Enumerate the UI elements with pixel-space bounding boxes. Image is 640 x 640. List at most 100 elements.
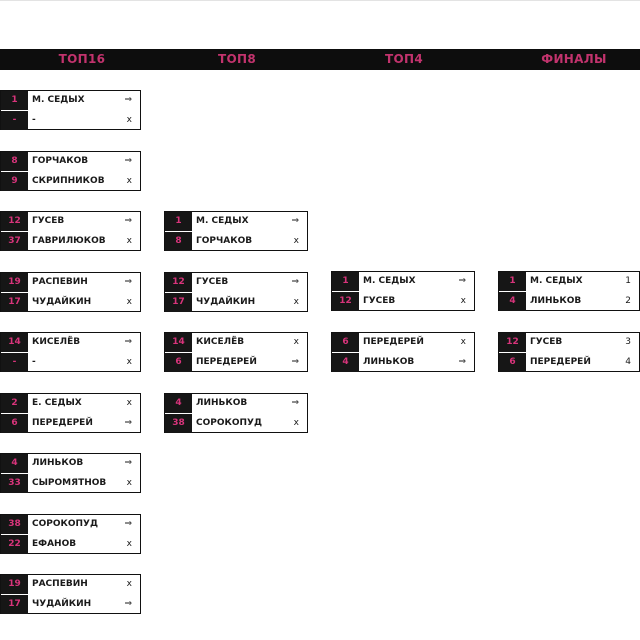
- seed-number: 4: [332, 353, 359, 372]
- player-row: 22 ЕФАНОВ x: [1, 535, 140, 554]
- player-row: 17 ЧУДАЙКИН x: [1, 293, 140, 312]
- player-row: --x: [1, 353, 140, 372]
- seed-number: 4: [499, 292, 526, 311]
- result-mark: x: [293, 337, 299, 347]
- seed-number: 12: [332, 292, 359, 311]
- top-divider: [0, 0, 640, 1]
- player-name: -: [32, 357, 36, 367]
- seed-number: 1: [332, 272, 359, 291]
- result-mark: 2: [625, 296, 631, 306]
- seed-number: 1: [499, 272, 526, 291]
- result-mark: ⇒: [291, 398, 299, 408]
- seed-number: 6: [165, 353, 192, 372]
- player-row: 4 ЛИНЬКОВ 2: [499, 292, 639, 311]
- player-name: ЧУДАЙКИН: [196, 297, 256, 307]
- player-name: СЫРОМЯТНОВ: [32, 478, 107, 488]
- seed-number: 6: [1, 414, 28, 433]
- player-name: ПЕРЕДЕРЕЙ: [530, 357, 591, 367]
- result-mark: ⇒: [124, 337, 132, 347]
- result-mark: x: [126, 297, 132, 307]
- seed-number: 9: [1, 172, 28, 191]
- seed-number: 19: [1, 575, 28, 594]
- result-mark: x: [126, 539, 132, 549]
- column-title-top8: ТОП8: [218, 52, 256, 66]
- column-title-top4: ТОП4: [385, 52, 423, 66]
- seed-number: 22: [1, 535, 28, 554]
- result-mark: ⇒: [124, 277, 132, 287]
- player-name: РАСПЕВИН: [32, 277, 88, 287]
- seed-number: 12: [1, 212, 28, 231]
- seed-number: 6: [499, 353, 526, 372]
- player-name: ЛИНЬКОВ: [196, 398, 248, 408]
- result-mark: x: [293, 297, 299, 307]
- player-name: -: [32, 115, 36, 125]
- result-mark: x: [460, 296, 466, 306]
- player-row: -- x: [1, 111, 140, 130]
- seed-number: 17: [1, 293, 28, 312]
- result-mark: ⇒: [291, 216, 299, 226]
- player-name: ЛИНЬКОВ: [530, 296, 582, 306]
- player-row: 6 ПЕРЕДЕРЕЙ ⇒: [165, 353, 307, 372]
- player-name: ГУСЕВ: [196, 277, 229, 287]
- result-mark: x: [126, 579, 132, 589]
- result-mark: x: [126, 398, 132, 408]
- seed-number: 1: [1, 91, 28, 110]
- player-name: ПЕРЕДЕРЕЙ: [32, 418, 93, 428]
- result-mark: 4: [625, 357, 631, 367]
- result-mark: ⇒: [124, 418, 132, 428]
- player-name: М. СЕДЫХ: [530, 276, 583, 286]
- player-name: ЧУДАЙКИН: [32, 599, 92, 609]
- seed-number: 14: [1, 333, 28, 352]
- player-row: 6 ПЕРЕДЕРЕЙ ⇒: [1, 414, 140, 433]
- player-name: ПЕРЕДЕРЕЙ: [196, 357, 257, 367]
- seed-number: 8: [1, 152, 28, 171]
- player-name: ЧУДАЙКИН: [32, 297, 92, 307]
- player-name: ЕФАНОВ: [32, 539, 77, 549]
- player-name: СКРИПНИКОВ: [32, 176, 105, 186]
- player-name: КИСЕЛЁВ: [32, 337, 81, 347]
- result-mark: x: [126, 176, 132, 186]
- player-name: М. СЕДЫХ: [363, 276, 416, 286]
- result-mark: x: [126, 115, 132, 125]
- player-name: СОРОКОПУД: [32, 519, 98, 529]
- player-name: РАСПЕВИН: [32, 579, 88, 589]
- player-name: ГОРЧАКОВ: [196, 236, 253, 246]
- result-mark: x: [460, 337, 466, 347]
- seed-number: 38: [165, 414, 192, 433]
- seed-number: 6: [332, 333, 359, 352]
- seed-number: 17: [1, 595, 28, 614]
- result-mark: ⇒: [124, 216, 132, 226]
- column-top16-match: 14 КИСЕЛЁВ ⇒ --x: [0, 332, 141, 372]
- seed-number: 1: [165, 212, 192, 231]
- result-mark: ⇒: [291, 357, 299, 367]
- seed-number: 17: [165, 293, 192, 312]
- result-mark: ⇒: [124, 519, 132, 529]
- seed-number: -: [1, 111, 28, 130]
- seed-number: 12: [499, 333, 526, 352]
